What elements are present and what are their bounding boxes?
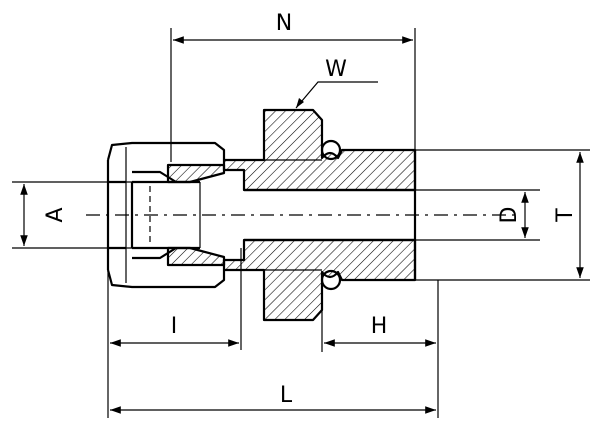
label-n: N [276,11,292,36]
label-t: T [553,208,578,223]
dimension-t: T [553,152,584,278]
body-section [222,108,417,322]
dimension-l: L [110,383,436,414]
pipe-extension [415,149,590,281]
dimension-a: A [12,181,132,249]
o-ring-bottom [320,269,342,291]
dimension-i: I [107,248,242,418]
dimension-h: H [321,280,439,418]
o-ring-top [320,139,342,161]
label-a: A [43,207,68,222]
label-l: L [280,383,293,408]
tube [130,180,201,250]
dimension-n: N [170,11,416,162]
label-d: D [497,207,522,224]
label-i: I [171,314,178,339]
dimension-d: D [497,192,529,238]
label-w: W [325,57,347,82]
label-h: H [371,314,388,339]
leader-w: W [295,57,378,109]
